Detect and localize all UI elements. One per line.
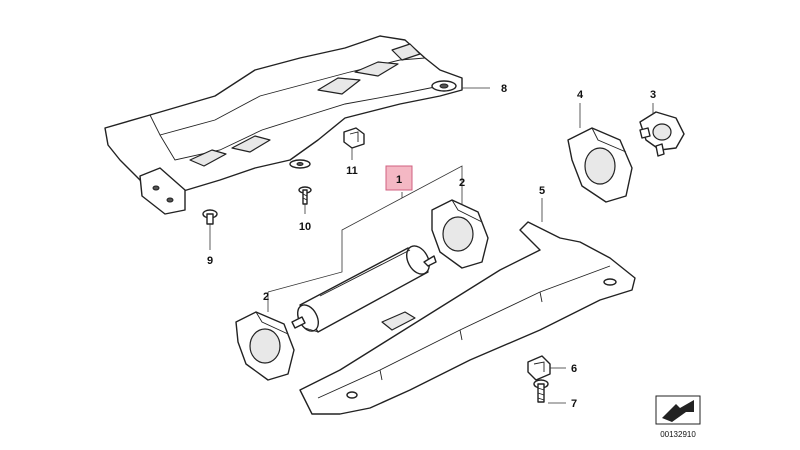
callout-2-upper: 2 — [459, 177, 465, 189]
callout-1-highlight — [385, 165, 413, 191]
leader-lines — [209, 87, 654, 404]
callout-5: 5 — [539, 185, 545, 197]
part-7-screw — [533, 379, 549, 403]
part-5-lower-tray — [299, 221, 636, 415]
part-2-upper-mount — [431, 199, 489, 269]
part-3-holder — [639, 111, 685, 157]
reference-box: 00132910 — [655, 395, 701, 439]
part-9-bolt — [202, 209, 218, 225]
part-4-bracket — [567, 127, 633, 203]
callout-7: 7 — [571, 398, 577, 410]
part-6-clip-nut — [527, 355, 551, 381]
callouts: 1 2 2 3 4 5 6 7 8 9 10 11 — [207, 83, 656, 410]
callout-4: 4 — [577, 89, 584, 101]
callout-1: 1 — [396, 174, 402, 186]
part-1-filter-canister — [291, 245, 437, 333]
part-10-screw — [298, 186, 312, 205]
callout-2-lower: 2 — [263, 291, 269, 303]
part-8-upper-shield — [104, 35, 463, 215]
callout-8: 8 — [501, 83, 507, 95]
callout-3: 3 — [650, 89, 656, 101]
arrow-icon — [662, 400, 694, 422]
callout-6: 6 — [571, 363, 577, 375]
part-11-clip — [343, 127, 365, 149]
part-2-lower-mount — [235, 311, 295, 381]
callout-10: 10 — [299, 221, 311, 233]
callout-9: 9 — [207, 255, 213, 267]
reference-number: 00132910 — [660, 430, 696, 439]
callout-11: 11 — [346, 165, 358, 177]
